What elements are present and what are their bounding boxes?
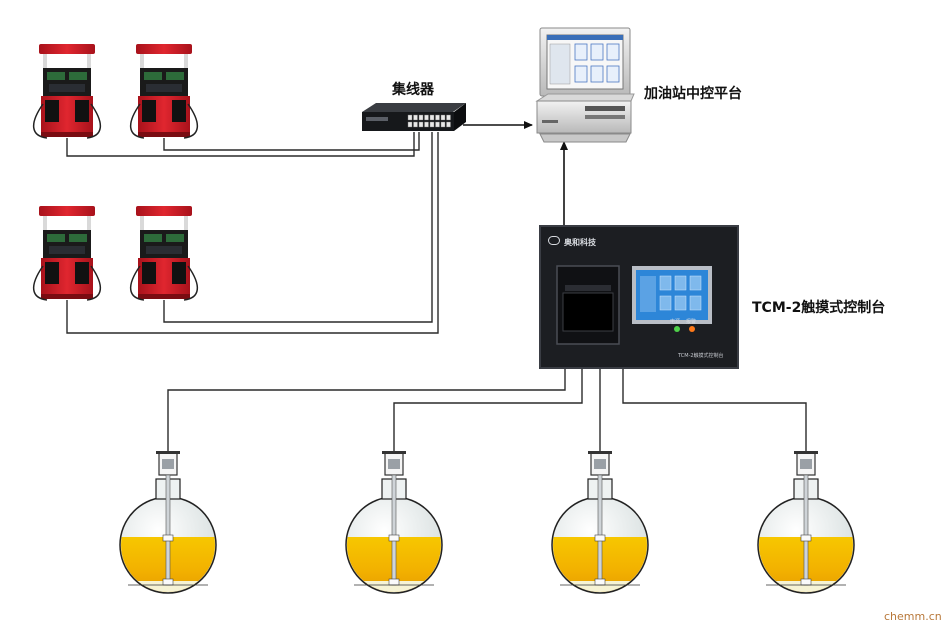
tank-cables	[167, 367, 807, 452]
hub-port	[413, 121, 418, 128]
monitor-tile	[590, 43, 604, 61]
console-brand: 奥和科技	[564, 238, 596, 247]
hub-port	[446, 121, 451, 128]
hub-port	[435, 121, 440, 128]
console-label: TCM-2触摸式控制台	[752, 300, 886, 316]
hub-port	[440, 121, 446, 128]
fuel-dispenser-icon	[130, 44, 198, 139]
dispenser-cables	[66, 121, 568, 334]
watermark: chemm.cn	[884, 610, 942, 623]
computer-icon	[535, 27, 635, 143]
fuel-tanks	[119, 451, 855, 594]
monitor-tile	[590, 65, 604, 83]
hub-label: 集线器	[392, 82, 434, 98]
monitor-tile	[606, 43, 620, 61]
fuel-dispenser-icon	[130, 206, 198, 301]
hub-port	[407, 114, 413, 121]
fuel-tank-probe-icon	[757, 451, 855, 594]
hub-port	[424, 114, 429, 121]
hub-port	[407, 121, 413, 128]
console-caption: TCM-2触摸式控制台	[678, 353, 724, 359]
monitor-panel	[549, 43, 571, 85]
hub-port	[413, 114, 418, 121]
fuel-dispenser-icon	[33, 44, 101, 139]
hub-port	[440, 114, 446, 121]
hub-port	[429, 114, 435, 121]
screen-tile	[689, 295, 702, 311]
hub-port	[418, 121, 424, 128]
monitor-tile	[574, 43, 588, 61]
screen-tile	[659, 295, 672, 311]
network-hub-icon	[362, 103, 466, 131]
hub-port	[424, 121, 429, 128]
hub-port	[429, 121, 435, 128]
control-platform-label: 加油站中控平台	[644, 86, 742, 102]
brand-logo-icon	[548, 236, 560, 245]
hub-port	[446, 114, 451, 121]
touch-console-icon	[539, 225, 739, 369]
fuel-tank-probe-icon	[345, 451, 443, 594]
fuel-tank-probe-icon	[119, 451, 217, 594]
screen-tile	[689, 275, 702, 291]
screen-panel	[640, 276, 656, 312]
fuel-dispensers	[33, 44, 198, 301]
fuel-tank-probe-icon	[551, 451, 649, 594]
fuel-dispenser-icon	[33, 206, 101, 301]
hub-port	[418, 114, 424, 121]
screen-tile	[659, 275, 672, 291]
screen-tile	[674, 295, 687, 311]
hub-port	[435, 114, 440, 121]
monitor-tile	[574, 65, 588, 83]
indicator-power-label: 电源	[670, 319, 681, 325]
indicator-alarm-label: 报警	[686, 319, 697, 325]
screen-tile	[674, 275, 687, 291]
monitor-tile	[606, 65, 620, 83]
